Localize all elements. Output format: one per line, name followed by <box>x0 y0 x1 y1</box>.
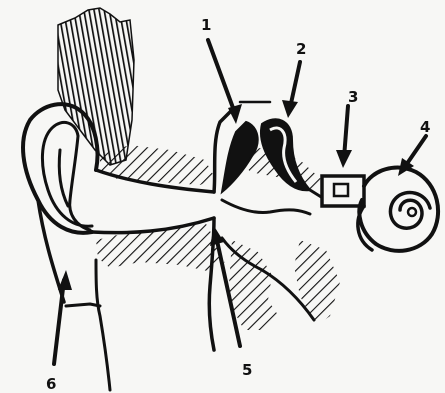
arrow-2 <box>282 62 300 118</box>
label-2: 2 <box>296 40 306 58</box>
malleus <box>222 122 258 192</box>
label-6: 6 <box>46 375 56 393</box>
label-1: 1 <box>201 16 211 34</box>
tissue-upper <box>100 145 215 185</box>
ear-canal <box>92 170 214 390</box>
label-3: 3 <box>348 88 358 106</box>
label-5: 5 <box>242 361 252 379</box>
arrow-1 <box>208 40 242 124</box>
cochlea <box>358 168 438 251</box>
label-4: 4 <box>420 118 430 136</box>
oval-window <box>322 176 364 206</box>
incus <box>261 119 310 190</box>
tissue-bottom <box>294 240 340 326</box>
arrow-3 <box>336 106 352 168</box>
